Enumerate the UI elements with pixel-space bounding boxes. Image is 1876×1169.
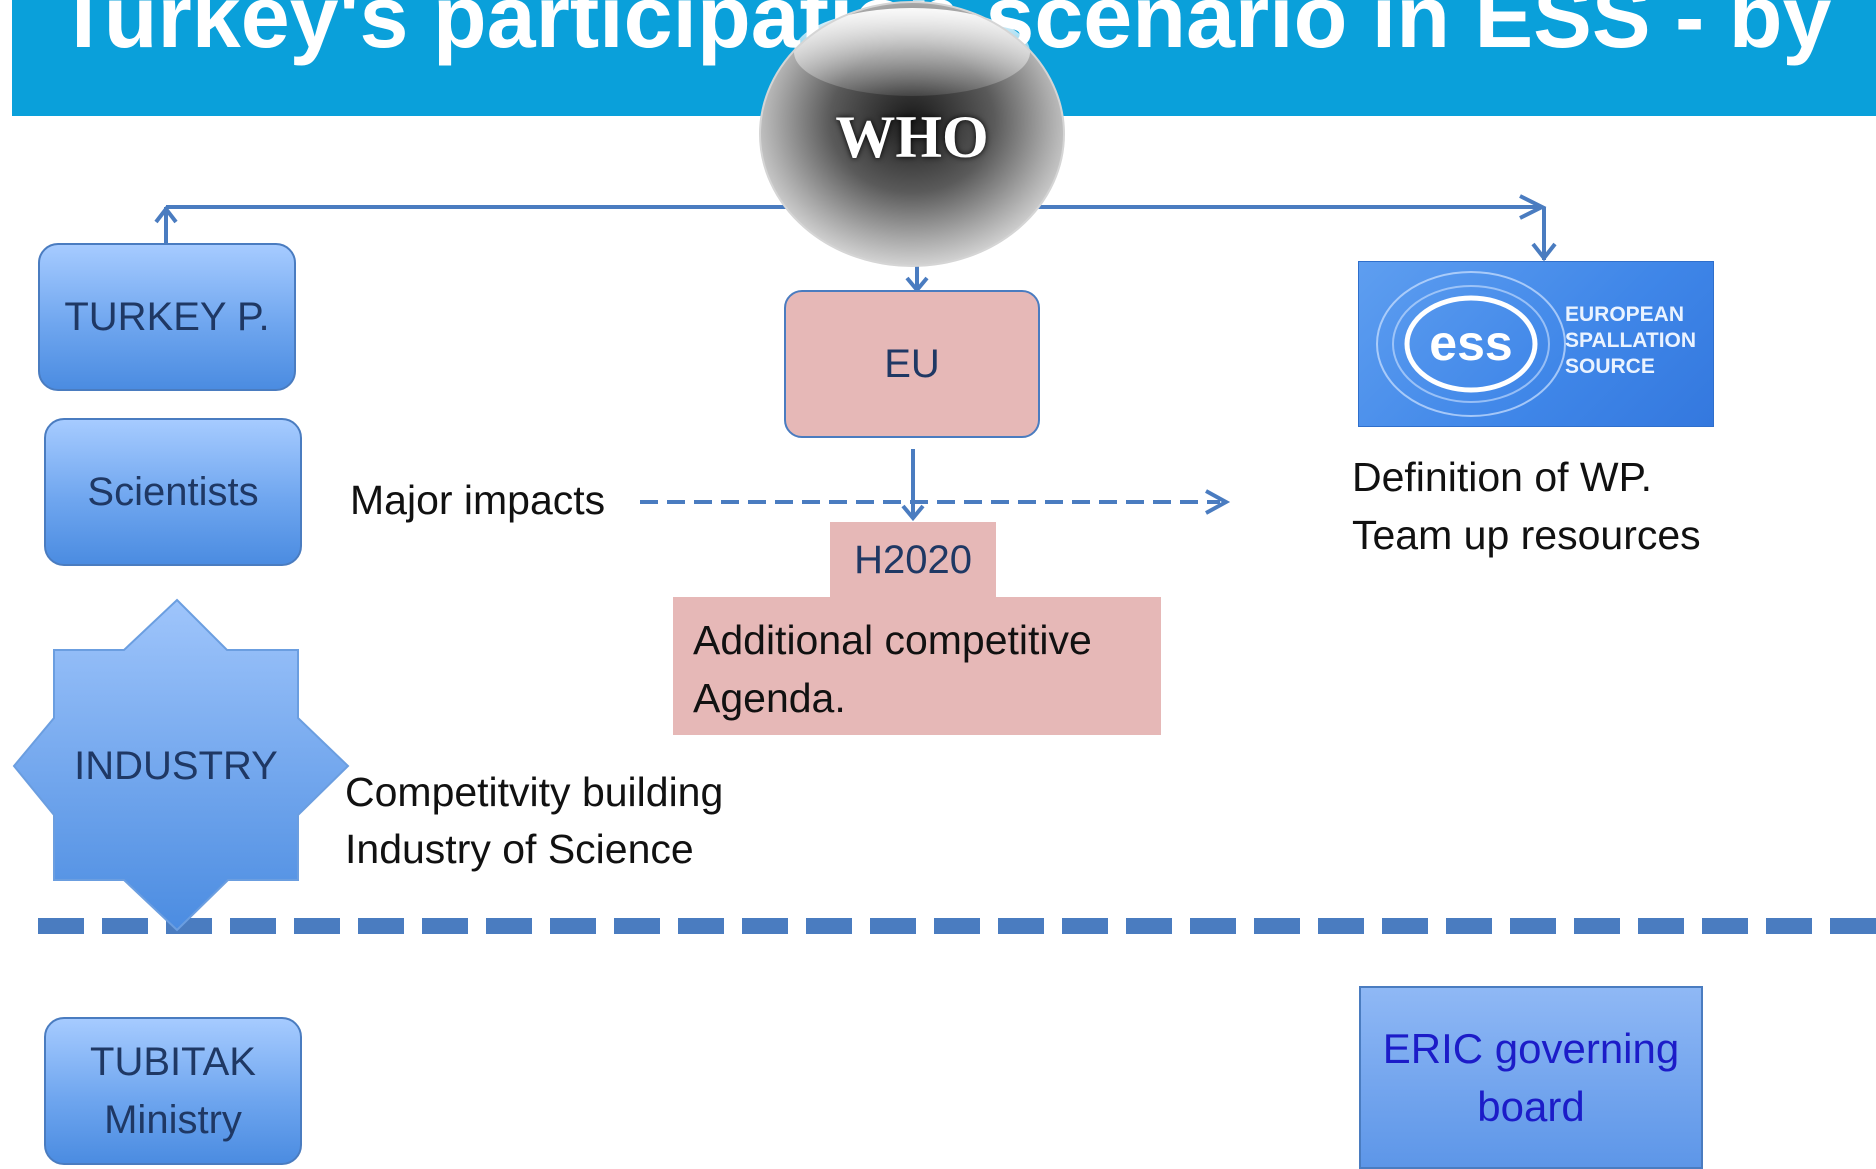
major-impacts-arrowhead: [1205, 489, 1231, 515]
tubitak-line-1: TUBITAK: [90, 1040, 256, 1084]
ess-arrowhead-vertical: [1531, 242, 1557, 262]
turkey-arrowhead: [154, 205, 178, 224]
agenda-box: Additional competitive Agenda.: [673, 597, 1161, 735]
definition-wp-label: Definition of WP.: [1352, 454, 1653, 500]
who-label: WHO: [835, 103, 989, 170]
eric-line-1: ERIC governing: [1382, 1024, 1680, 1072]
eric-line-2: board: [1477, 1082, 1585, 1130]
scientists-node: Scientists: [44, 418, 302, 566]
industry-star-shape: [12, 598, 350, 932]
competitivity-label: Competitvity building: [345, 769, 724, 815]
team-up-label: Team up resources: [1352, 512, 1701, 558]
ess-line-2: SPALLATION: [1565, 329, 1697, 352]
tubitak-line-2: Ministry: [104, 1098, 242, 1142]
ess-wordmark: EUROPEAN SPALLATION SOURCE: [1565, 302, 1696, 380]
ess-line-1: EUROPEAN: [1565, 303, 1685, 326]
ess-logo: ess EUROPEAN SPALLATION SOURCE: [1358, 261, 1714, 427]
who-sphere-rim: [759, 1, 1065, 267]
eric-node: ERIC governing board: [1359, 986, 1703, 1169]
agenda-line-2: Agenda.: [693, 675, 846, 721]
agenda-line-1: Additional competitive: [693, 617, 1092, 663]
ess-emblem-icon: ess: [1376, 271, 1566, 417]
turkey-node: TURKEY P.: [38, 243, 296, 391]
who-sphere-highlight: [794, 8, 1030, 96]
industry-of-science-label: Industry of Science: [345, 826, 694, 872]
eu-node: EU: [784, 290, 1040, 438]
industry-label: INDUSTRY: [74, 743, 278, 788]
major-impacts-label: Major impacts: [350, 477, 606, 523]
svg-text:ess: ess: [1429, 315, 1512, 371]
ess-line-3: SOURCE: [1565, 355, 1655, 378]
h2020-arrowhead: [901, 504, 925, 522]
tubitak-node: TUBITAK Ministry: [44, 1017, 302, 1165]
h2020-node: H2020: [830, 522, 996, 598]
